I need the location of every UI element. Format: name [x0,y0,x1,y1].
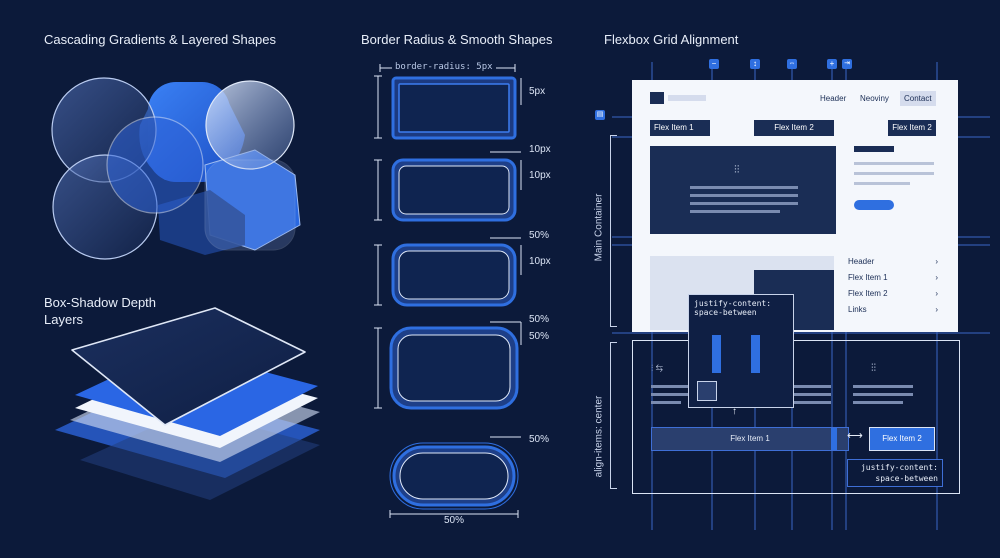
bottom-container: ⫶ ⇆ ⫶⫶ Flex Item 1 ⟷ Flex Item 2 justify… [632,340,960,494]
layered-shapes [51,77,301,260]
radius-label-5: 10px [529,256,551,267]
side-menu: Header› Flex Item 1› Flex Item 2› Links› [848,254,938,318]
hero-block: ⫶⫶ [650,146,836,234]
radius-label-9: 50% [444,515,465,526]
panel2-title-line1: Box-Shadow Depth [44,295,157,310]
justify-popup-line2: space-between [694,308,757,317]
radius-label-4: 50% [529,230,550,241]
main-container-label: Main Container [593,193,605,262]
flex-item-1-end-marker [831,428,837,450]
side-menu-item[interactable]: Flex Item 1› [848,273,938,282]
card-title-bar [854,146,894,152]
popup-handle-left[interactable] [712,335,721,373]
bottom-flex-item-2[interactable]: Flex Item 2 [869,427,935,451]
stacked-layers [55,307,320,500]
distribute-icon[interactable]: ⇔ [787,59,797,69]
logo [650,92,664,104]
up-arrow-icon: ↑ [732,406,737,417]
nav-contact[interactable]: Contact [900,91,936,106]
justify-content-box: justify-content: space-between [847,459,943,487]
nav-neoviny[interactable]: Neoviny [860,94,889,103]
side-menu-item[interactable]: Links› [848,305,938,314]
align-items-label: align-items: center [593,395,605,478]
justify-popup-line1: justify-content: [694,299,772,308]
sliders-icon: ⫶⫶ [734,164,740,176]
radius-label-8: 50% [529,434,550,445]
popup-handle-right[interactable] [751,335,760,373]
align-bracket [610,342,617,489]
popup-thumbnail [697,381,717,401]
justify-popup: justify-content: space-between [688,294,794,408]
panel4-title: Flexbox Grid Alignment [604,32,739,47]
justify-box-line1: justify-content: [860,463,938,472]
panel1-title: Cascading Gradients & Layered Shapes [44,32,276,47]
panel2-title: Box-Shadow Depth Layers [44,294,156,328]
side-menu-item[interactable]: Flex Item 2› [848,289,938,298]
panel3-title: Border Radius & Smooth Shapes [361,32,553,47]
bottom-icon-left: ⫶ ⇆ [651,363,663,373]
flex-item-2b[interactable]: Flex Item 2 [888,120,936,136]
nav-header[interactable]: Header [820,94,847,103]
arrow-between-icon: ⟷ [847,430,863,442]
nav-placeholder [668,95,706,101]
radius-label-3: 10px [529,170,551,181]
bottom-icon-right: ⫶⫶ [871,363,876,374]
radius-label-7: 50% [529,331,550,342]
panel2-title-line2: Layers [44,312,84,327]
radius-label-6: 50% [529,314,550,325]
justify-box-line2: space-between [875,474,938,483]
add-guide-icon[interactable]: + [827,59,837,69]
align-left-icon[interactable]: − [709,59,719,69]
flex-item-1[interactable]: Flex Item 1 [650,120,710,136]
border-radius-code: border-radius: 5px [392,62,496,72]
side-menu-item[interactable]: Header› [848,257,938,266]
page-mockup: Header Neoviny Contact Flex Item 1 Flex … [632,80,958,332]
radius-label-1: 5px [529,86,546,97]
card-button[interactable] [854,200,894,210]
align-center-icon[interactable]: ↕ [750,59,760,69]
align-right-icon[interactable]: ⇥ [842,59,852,69]
radius-label-2: 10px [529,144,551,155]
flex-item-2[interactable]: Flex Item 2 [754,120,834,136]
bottom-flex-item-1[interactable]: Flex Item 1 [651,427,849,451]
container-bracket [610,135,617,327]
radius-samples [389,76,519,510]
container-marker-icon[interactable]: ▤ [595,110,605,120]
